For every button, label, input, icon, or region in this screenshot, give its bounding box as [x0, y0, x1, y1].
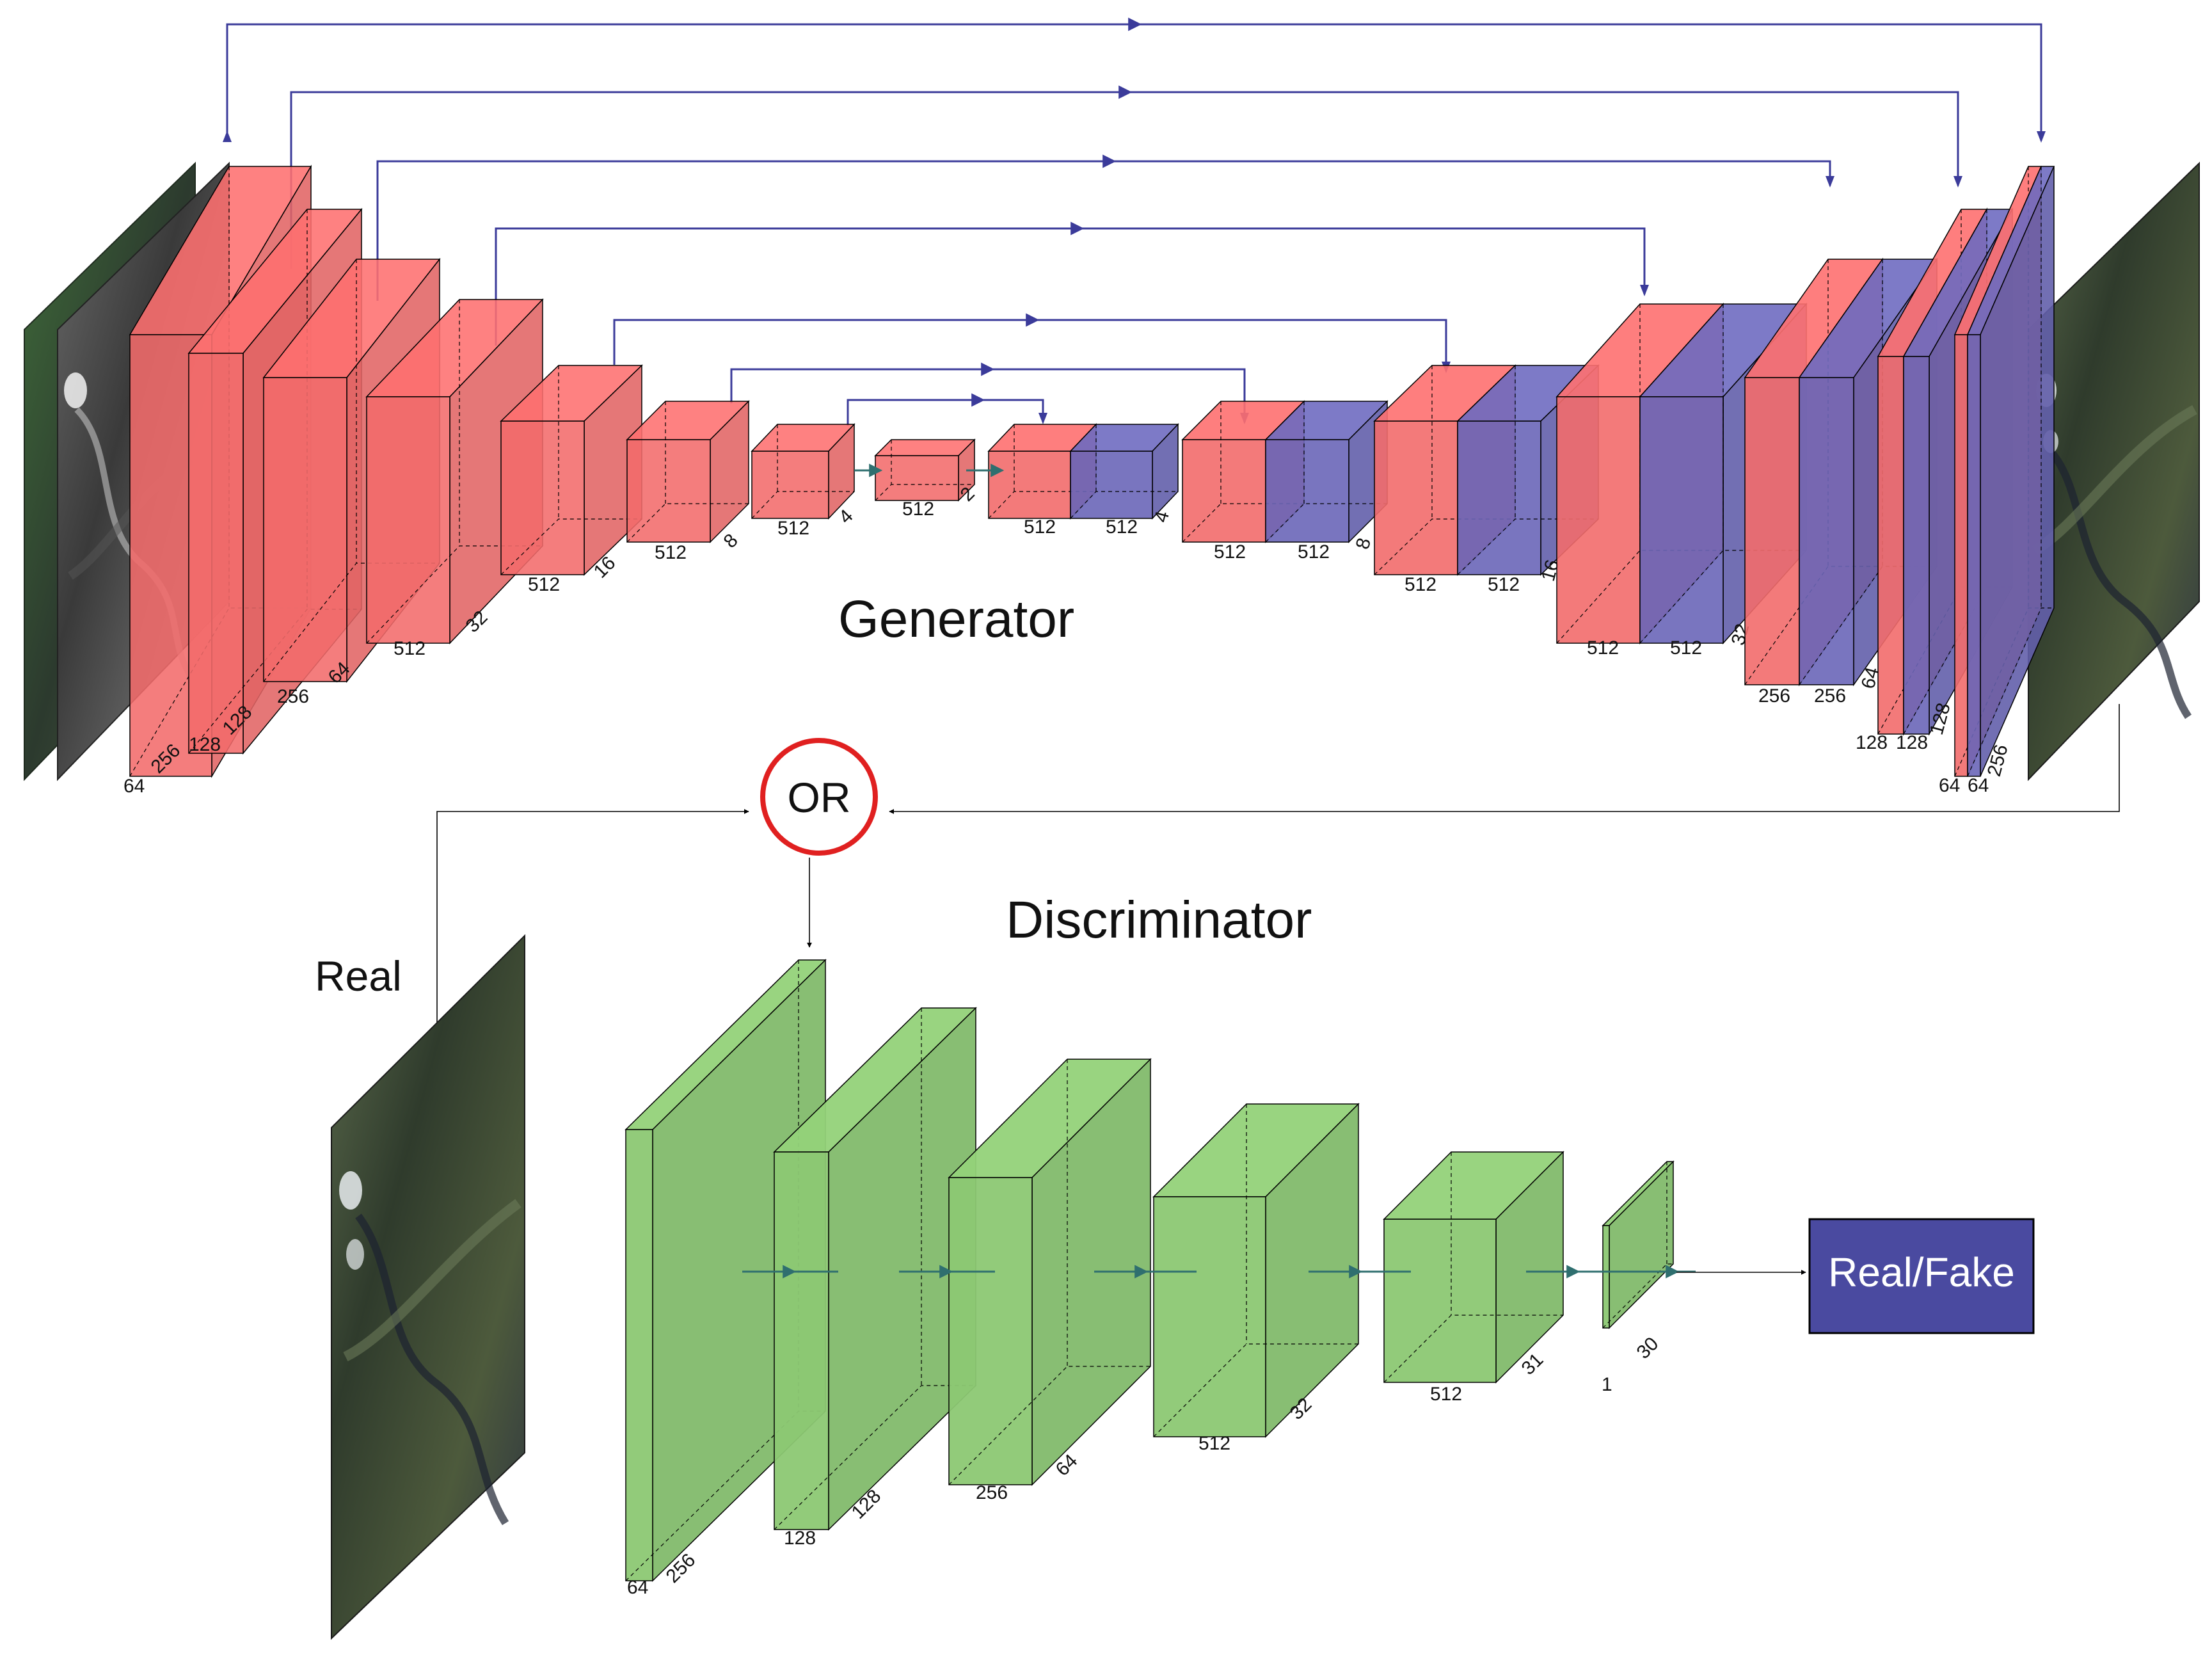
encoder-width-label-5: 512 [528, 574, 560, 595]
discriminator-width-label-2: 128 [784, 1528, 816, 1549]
decoder-width-label-5a: 256 [1758, 685, 1790, 707]
discriminator-width-label-4: 512 [1198, 1433, 1230, 1454]
decoder-width-label-3a: 512 [1404, 574, 1436, 595]
decoder-width-label-7a: 64 [1939, 775, 1960, 796]
decoder-width-label-2b: 512 [1298, 541, 1330, 563]
discriminator-width-label-1: 64 [627, 1577, 648, 1598]
decoder-width-label-5b: 256 [1814, 685, 1846, 707]
encoder-depth-label-7: 4 [835, 506, 857, 528]
encoder-width-label-4: 512 [394, 638, 426, 659]
discriminator-depth-label-6: 30 [1633, 1333, 1663, 1363]
encoder-width-label-3: 256 [277, 686, 309, 707]
encoder-width-label-1: 64 [123, 776, 145, 797]
discriminator-block-5 [1383, 1151, 1564, 1384]
decoder-width-label-1a: 512 [1024, 516, 1056, 538]
real-fake-label: Real/Fake [1828, 1249, 2015, 1295]
or-label: OR [788, 774, 851, 821]
real-image [331, 934, 525, 1640]
skip-connections [226, 17, 2042, 426]
encoder-width-label-7: 512 [777, 518, 809, 539]
decoder-block-7-upsampled [1966, 166, 2055, 777]
encoder-block-6 [626, 400, 750, 543]
encoder-width-label-8: 512 [902, 499, 934, 520]
discriminator-width-label-6: 1 [1602, 1374, 1612, 1395]
decoder-width-label-2a: 512 [1214, 541, 1246, 563]
decoder-width-label-6b: 128 [1896, 732, 1928, 753]
decoder-block-2-upsampled [1264, 400, 1388, 543]
decoder-width-label-6a: 128 [1856, 732, 1888, 753]
decoder-width-label-4b: 512 [1670, 637, 1702, 659]
encoder-block-8 [874, 438, 976, 502]
discriminator-width-label-5: 512 [1430, 1384, 1462, 1405]
decoder-width-label-4a: 512 [1587, 637, 1619, 659]
discriminator-block-3 [948, 1058, 1152, 1486]
decoder-depth-label-2: 8 [1352, 536, 1375, 552]
generator-title: Generator [838, 590, 1074, 648]
decoder-width-label-3b: 512 [1488, 574, 1520, 595]
decoder-width-label-7b: 64 [1968, 775, 1989, 796]
or-selector: OR [760, 738, 878, 856]
real-label: Real [315, 952, 402, 1000]
discriminator-title: Discriminator [1006, 891, 1312, 949]
encoder-width-label-2: 128 [189, 734, 221, 755]
discriminator-width-label-3: 256 [976, 1482, 1008, 1503]
encoder-width-label-6: 512 [655, 542, 687, 563]
or-connectors [436, 704, 2120, 1024]
real-fake-output: Real/Fake [1808, 1218, 2035, 1334]
discriminator-block-6 [1602, 1160, 1675, 1329]
discriminator-block-4 [1152, 1103, 1360, 1438]
encoder-depth-label-6: 8 [720, 530, 742, 552]
decoder-width-label-1b: 512 [1106, 516, 1138, 538]
decoder-depth-label-1: 4 [1150, 509, 1174, 525]
encoder-block-7 [751, 423, 855, 520]
decoder-block-1-upsampled [1069, 423, 1179, 520]
